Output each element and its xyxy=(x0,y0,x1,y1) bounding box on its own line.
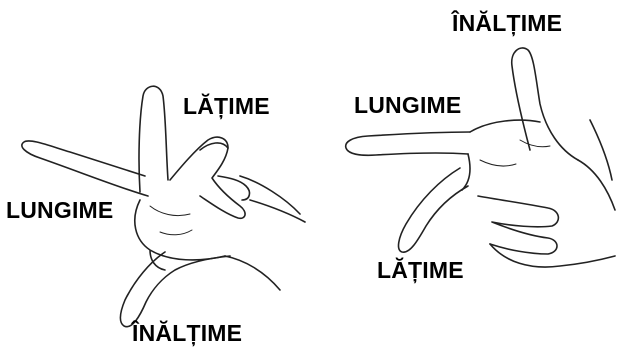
right-creases xyxy=(480,140,550,166)
left-curled-fingers-2 xyxy=(200,143,249,200)
right-hand-sketch xyxy=(346,48,615,267)
left-length-label: LUNGIME xyxy=(6,199,113,222)
right-thumb xyxy=(512,48,578,160)
right-height-label: ÎNĂLȚIME xyxy=(452,12,562,35)
left-wrist xyxy=(225,200,305,290)
right-index-finger xyxy=(346,132,470,155)
left-width-label: LĂȚIME xyxy=(183,95,270,118)
right-length-label: LUNGIME xyxy=(354,94,461,117)
right-width-label: LĂȚIME xyxy=(377,259,464,282)
left-height-label: ÎNĂLȚIME xyxy=(132,322,242,345)
right-palm xyxy=(470,120,615,267)
left-thumb xyxy=(120,252,230,327)
left-middle-finger xyxy=(22,141,148,196)
right-middle-finger xyxy=(399,168,468,252)
left-curled-fingers xyxy=(170,137,245,218)
left-creases xyxy=(150,206,192,235)
right-wrist xyxy=(462,120,612,190)
